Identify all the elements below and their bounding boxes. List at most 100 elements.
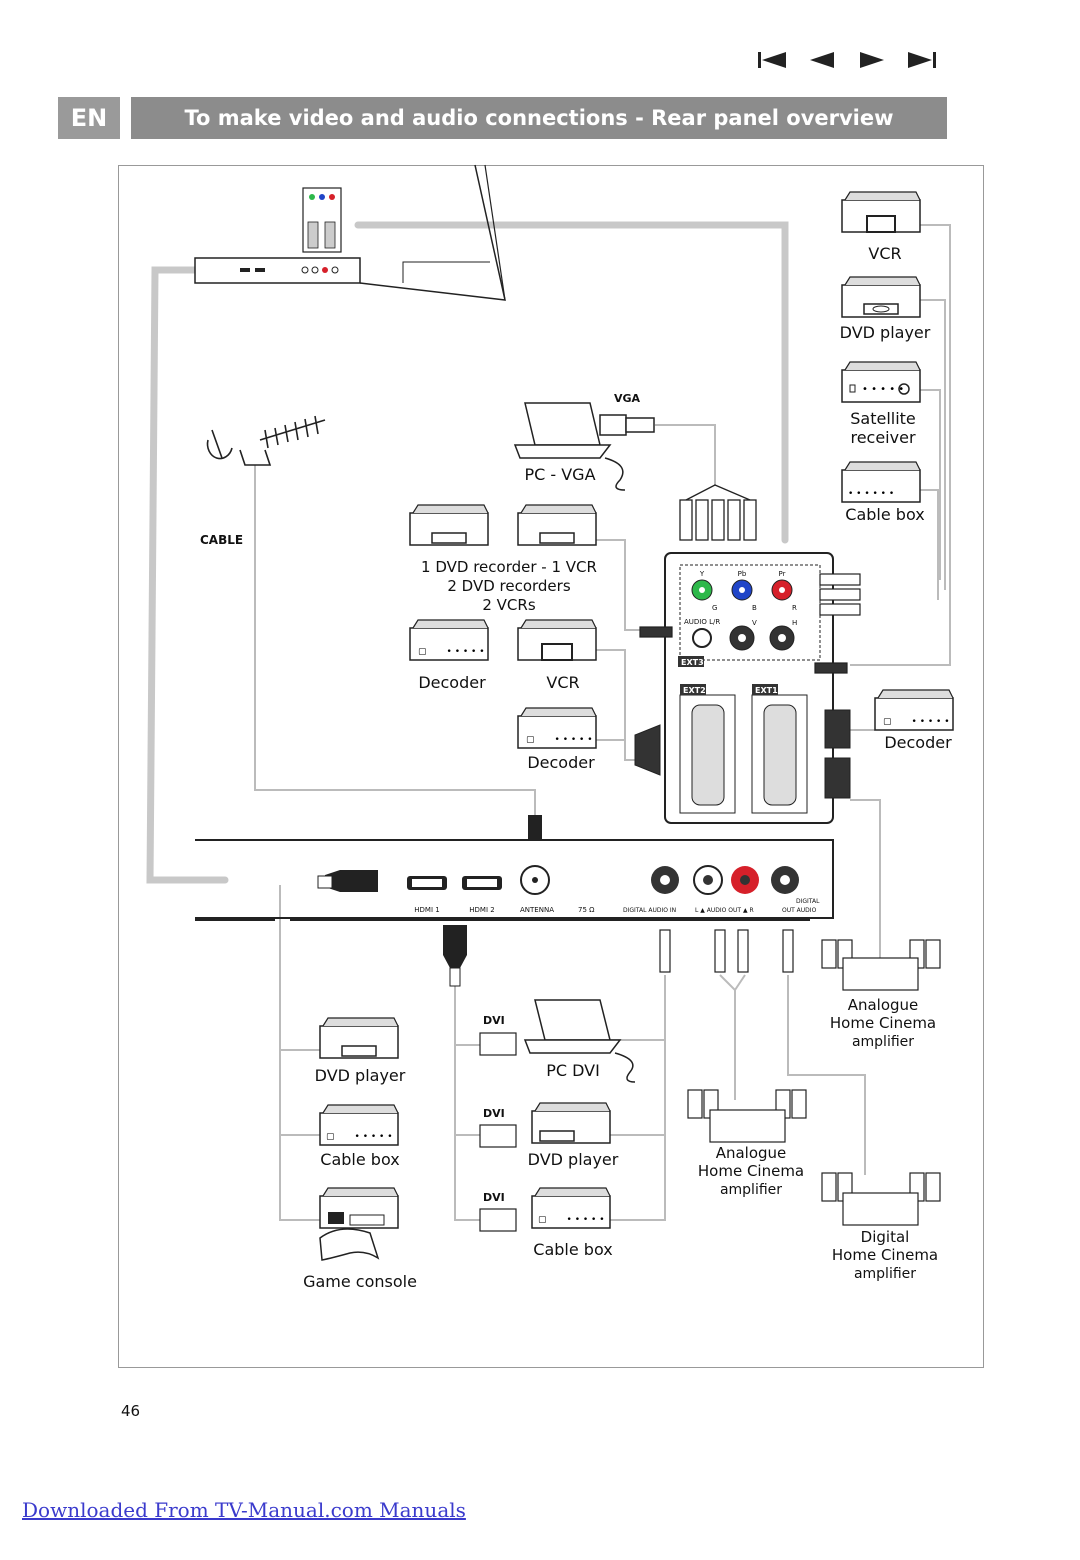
hdmi-plug-bottom [443,925,467,987]
side-connector-panel [664,552,834,824]
cable-box-label-bottom-left: Cable box [320,1150,399,1169]
pc-vga-device [513,402,655,491]
satellite-label-2: receiver [850,428,915,447]
next-page-icon[interactable] [856,50,888,70]
vcr-device-top [841,191,921,233]
tv-rear-corner [194,164,506,301]
g-label: G [712,604,717,612]
previous-page-icon[interactable] [806,50,838,70]
pc-dvi-label: PC DVI [546,1061,600,1080]
page-number: 46 [121,1402,141,1420]
vga-tag: VGA [614,392,641,405]
recorder-device-1 [409,504,489,546]
recorder-device-2 [517,504,597,546]
rca-plug-bundle [679,484,757,541]
digital-audio-in-label: DIGITAL AUDIO IN [623,907,676,914]
analogue-hc-a-label-1: Analogue [848,996,919,1014]
cable-box-device-top: • • • • • • [841,461,921,503]
decoder-device-right: ▢ • • • • • [874,689,954,731]
y-label: Y [699,570,705,578]
hdmi1-label: HDMI 1 [414,906,439,914]
page-title: To make video and audio connections - Re… [131,97,947,139]
svg-text:▢ • • • • •: ▢ • • • • • [883,717,950,727]
scart-plugs [634,709,851,799]
analogue-hc-b-label-3: amplifier [720,1182,782,1198]
hdmi2-label: HDMI 2 [469,906,494,914]
game-console-device [319,1187,399,1261]
pc-vga-label: PC - VGA [524,465,595,484]
cable-box-device-bottom-mid: ▢ • • • • • [531,1187,611,1229]
pc-dvi-device [523,999,636,1083]
cable-lines [146,221,789,884]
dvd-player-device-top [841,276,921,318]
dvi-tag-1: DVI [483,1014,505,1027]
recorder-label-1: 1 DVD recorder - 1 VCR [421,558,597,576]
digital-hc-label-1: Digital [861,1228,910,1246]
digital-out-label-1: DIGITAL [796,898,820,905]
dvd-player-label-top: DVD player [840,323,931,342]
digital-hc-label-3: amplifier [854,1266,916,1282]
antenna-plug [528,815,542,840]
bottom-connector-panel [195,839,834,921]
ext2-label: EXT2 [683,686,706,695]
decoder-label-right: Decoder [884,733,952,752]
r-label: R [792,604,797,612]
ext3-label: EXT3 [681,658,704,667]
v-label: V [752,619,757,627]
antenna-icon [206,415,326,466]
dvd-player-label-bottom-left: DVD player [315,1066,406,1085]
cable-box-label-top: Cable box [845,505,924,524]
diagram-frame [118,165,984,1368]
svg-text:▢ • • • • •: ▢ • • • • • [526,735,593,745]
antenna-label: ANTENNA [520,906,554,914]
pr-label: Pr [779,570,786,578]
recorder-label-3: 2 VCRs [482,596,535,614]
language-badge: EN [58,97,120,139]
dvd-player-device-bottom-left [319,1017,399,1059]
dvd-player-device-bottom-mid [531,1102,611,1144]
analogue-home-cinema-device-a [821,939,941,991]
analogue-home-cinema-device-b [687,1089,807,1143]
dvd-player-label-bottom-mid: DVD player [528,1150,619,1169]
vcr-label-top: VCR [868,244,901,263]
audio-plugs-bottom [659,929,794,973]
download-source-link[interactable]: Downloaded From TV-Manual.com Manuals [22,1498,466,1522]
decoder-device-left: ▢ • • • • • [409,619,489,661]
digital-home-cinema-device [821,1172,941,1226]
digital-hc-label-2: Home Cinema [832,1246,938,1264]
first-page-icon[interactable] [756,50,788,70]
h-label: H [792,619,797,627]
audio-out-label: L ▲ AUDIO OUT ▲ R [695,907,754,914]
decoder-label-mid: Decoder [527,753,595,772]
b-label: B [752,604,757,612]
digital-out-label-2: OUT AUDIO [782,907,817,914]
cable-label: CABLE [200,533,243,547]
svg-text:▢ • • • • •: ▢ • • • • • [326,1132,393,1142]
ext1-label: EXT1 [755,686,778,695]
ohm-label: 75 Ω [578,906,595,914]
satellite-receiver-device: • • • • • [841,361,921,403]
page-navigation [756,50,938,70]
vcr-device-mid [517,619,597,661]
dvi-connectors [479,1032,517,1232]
last-page-icon[interactable] [906,50,938,70]
decoder-label-left: Decoder [418,673,486,692]
analogue-hc-a-label-3: amplifier [852,1034,914,1050]
svg-text:• • • • • •: • • • • • • [848,489,894,499]
game-console-label: Game console [303,1272,417,1291]
pb-label: Pb [738,570,747,578]
audio-lr-label: AUDIO L/R [684,618,720,626]
satellite-label-1: Satellite [850,409,916,428]
rca-plugs-right [639,573,861,674]
connection-diagram: CABLE VCR DVD player • • • • • Satellite… [146,164,954,1291]
analogue-hc-a-label-2: Home Cinema [830,1014,936,1032]
cable-box-label-bottom-mid: Cable box [533,1240,612,1259]
dvi-tag-3: DVI [483,1191,505,1204]
recorder-label-2: 2 DVD recorders [447,577,570,595]
analogue-hc-b-label-2: Home Cinema [698,1162,804,1180]
vcr-label-mid: VCR [546,673,579,692]
dvi-tag-2: DVI [483,1107,505,1120]
decoder-device-mid: ▢ • • • • • [517,707,597,749]
svg-text:• • • • •: • • • • • [862,384,904,395]
cable-box-device-bottom-left: ▢ • • • • • [319,1104,399,1146]
